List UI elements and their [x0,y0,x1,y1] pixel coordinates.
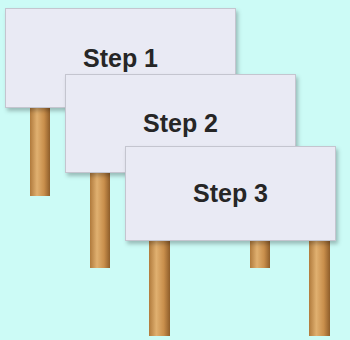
sign-label: Step 1 [83,44,158,73]
step-sign: Step 3 [125,146,336,241]
sign-label: Step 3 [193,179,268,208]
sign-label: Step 2 [143,109,218,138]
